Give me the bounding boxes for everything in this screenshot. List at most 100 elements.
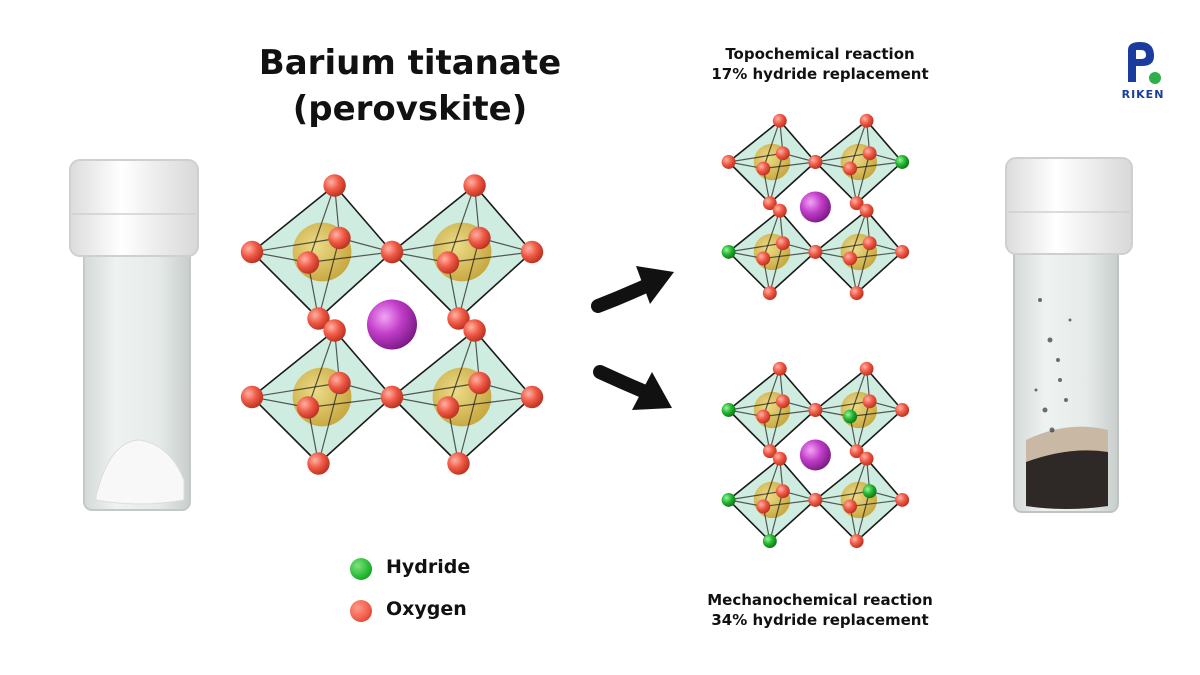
octahedron xyxy=(721,203,823,301)
oxygen-atom xyxy=(323,319,346,342)
top-product-caption: Topochemical reaction 17% hydride replac… xyxy=(660,44,980,84)
oxygen-swatch-icon xyxy=(350,600,372,622)
oxygen-atom xyxy=(849,534,864,549)
top-product-line1: Topochemical reaction xyxy=(725,45,915,63)
oxygen-atom xyxy=(808,403,823,417)
oxygen-atom xyxy=(756,409,771,424)
octahedron xyxy=(721,361,823,459)
hydride-atom xyxy=(895,155,910,169)
oxygen-atom xyxy=(775,484,790,499)
hydride-atom xyxy=(862,484,877,499)
arrow-to-topochemical-icon xyxy=(591,266,674,313)
oxygen-atom xyxy=(447,307,470,330)
oxygen-atom xyxy=(721,155,736,169)
riken-logo: RIKEN xyxy=(1118,36,1168,108)
oxygen-atom xyxy=(859,203,874,218)
oxygen-atom xyxy=(520,385,544,409)
oxygen-atom xyxy=(808,155,823,169)
oxygen-atom xyxy=(307,307,330,330)
oxygen-atom xyxy=(775,394,790,409)
oxygen-atom xyxy=(849,286,864,301)
oxygen-atom xyxy=(323,174,346,197)
oxygen-atom xyxy=(772,451,787,466)
oxygen-atom xyxy=(520,240,544,264)
hydride-atom xyxy=(843,409,858,424)
riken-logo-icon xyxy=(1128,42,1161,84)
oxygen-atom xyxy=(895,403,910,417)
oxygen-atom xyxy=(380,240,404,264)
oxygen-atom xyxy=(808,492,823,507)
oxygen-atom xyxy=(756,161,771,176)
bottom-product-line2: 34% hydride replacement xyxy=(711,611,929,629)
legend-label-hydride: Hydride xyxy=(386,556,471,578)
oxygen-atom xyxy=(447,452,470,475)
oxygen-atom xyxy=(240,240,264,264)
octahedron xyxy=(808,113,910,211)
octahedron xyxy=(808,361,910,459)
oxygen-atom xyxy=(775,146,790,161)
right-vial-dark-powder xyxy=(1005,157,1133,513)
oxygen-atom xyxy=(862,236,877,251)
oxygen-atom xyxy=(296,396,320,419)
oxygen-atom xyxy=(859,451,874,466)
oxygen-atom xyxy=(463,174,486,197)
octahedron xyxy=(240,174,404,330)
oxygen-atom xyxy=(843,251,858,266)
barium-atom xyxy=(799,439,831,471)
octahedron xyxy=(808,203,910,301)
oxygen-atom xyxy=(895,244,910,259)
top-product-line2: 17% hydride replacement xyxy=(711,65,929,83)
perovskite-structure-main xyxy=(240,174,544,475)
octahedron xyxy=(380,319,544,475)
octahedron xyxy=(380,174,544,330)
oxygen-atom xyxy=(756,251,771,266)
arrow-to-mechanochemical-icon xyxy=(593,365,672,410)
octahedron xyxy=(240,319,404,475)
bottom-product-line1: Mechanochemical reaction xyxy=(707,591,933,609)
oxygen-atom xyxy=(775,236,790,251)
oxygen-atom xyxy=(756,499,771,514)
oxygen-atom xyxy=(849,444,864,459)
main-title: Barium titanate (perovskite) xyxy=(220,40,600,132)
oxygen-atom xyxy=(843,161,858,176)
oxygen-atom xyxy=(436,251,460,274)
oxygen-atom xyxy=(762,286,777,301)
hydride-atom xyxy=(721,244,736,259)
oxygen-atom xyxy=(762,196,777,211)
main-title-line1: Barium titanate xyxy=(258,43,562,83)
oxygen-atom xyxy=(808,244,823,259)
oxygen-atom xyxy=(240,385,264,409)
legend-label-oxygen: Oxygen xyxy=(386,598,467,620)
oxygen-atom xyxy=(772,203,787,218)
oxygen-atom xyxy=(436,396,460,419)
barium-atom xyxy=(367,299,417,350)
oxygen-atom xyxy=(859,113,874,128)
oxygen-atom xyxy=(859,361,874,376)
oxygen-atom xyxy=(328,226,351,250)
oxygen-atom xyxy=(296,251,320,274)
perovskite-structure-mechanochemical xyxy=(721,361,910,549)
octahedron xyxy=(721,113,823,211)
oxygen-atom xyxy=(862,394,877,409)
left-vial-white-powder xyxy=(69,159,199,511)
oxygen-atom xyxy=(772,361,787,376)
oxygen-atom xyxy=(843,499,858,514)
barium-atom xyxy=(799,191,831,223)
hydride-atom xyxy=(762,534,777,549)
hydride-atom xyxy=(721,492,736,507)
oxygen-atom xyxy=(307,452,330,475)
hydride-atom xyxy=(721,403,736,417)
oxygen-atom xyxy=(380,385,404,409)
oxygen-atom xyxy=(328,371,351,395)
main-title-line2: (perovskite) xyxy=(292,89,528,129)
oxygen-atom xyxy=(895,492,910,507)
riken-logo-text: RIKEN xyxy=(1121,88,1165,101)
oxygen-atom xyxy=(762,444,777,459)
oxygen-atom xyxy=(862,146,877,161)
oxygen-atom xyxy=(772,113,787,128)
oxygen-atom xyxy=(468,226,491,250)
oxygen-atom xyxy=(463,319,486,342)
oxygen-atom xyxy=(468,371,491,395)
octahedron xyxy=(808,451,910,549)
